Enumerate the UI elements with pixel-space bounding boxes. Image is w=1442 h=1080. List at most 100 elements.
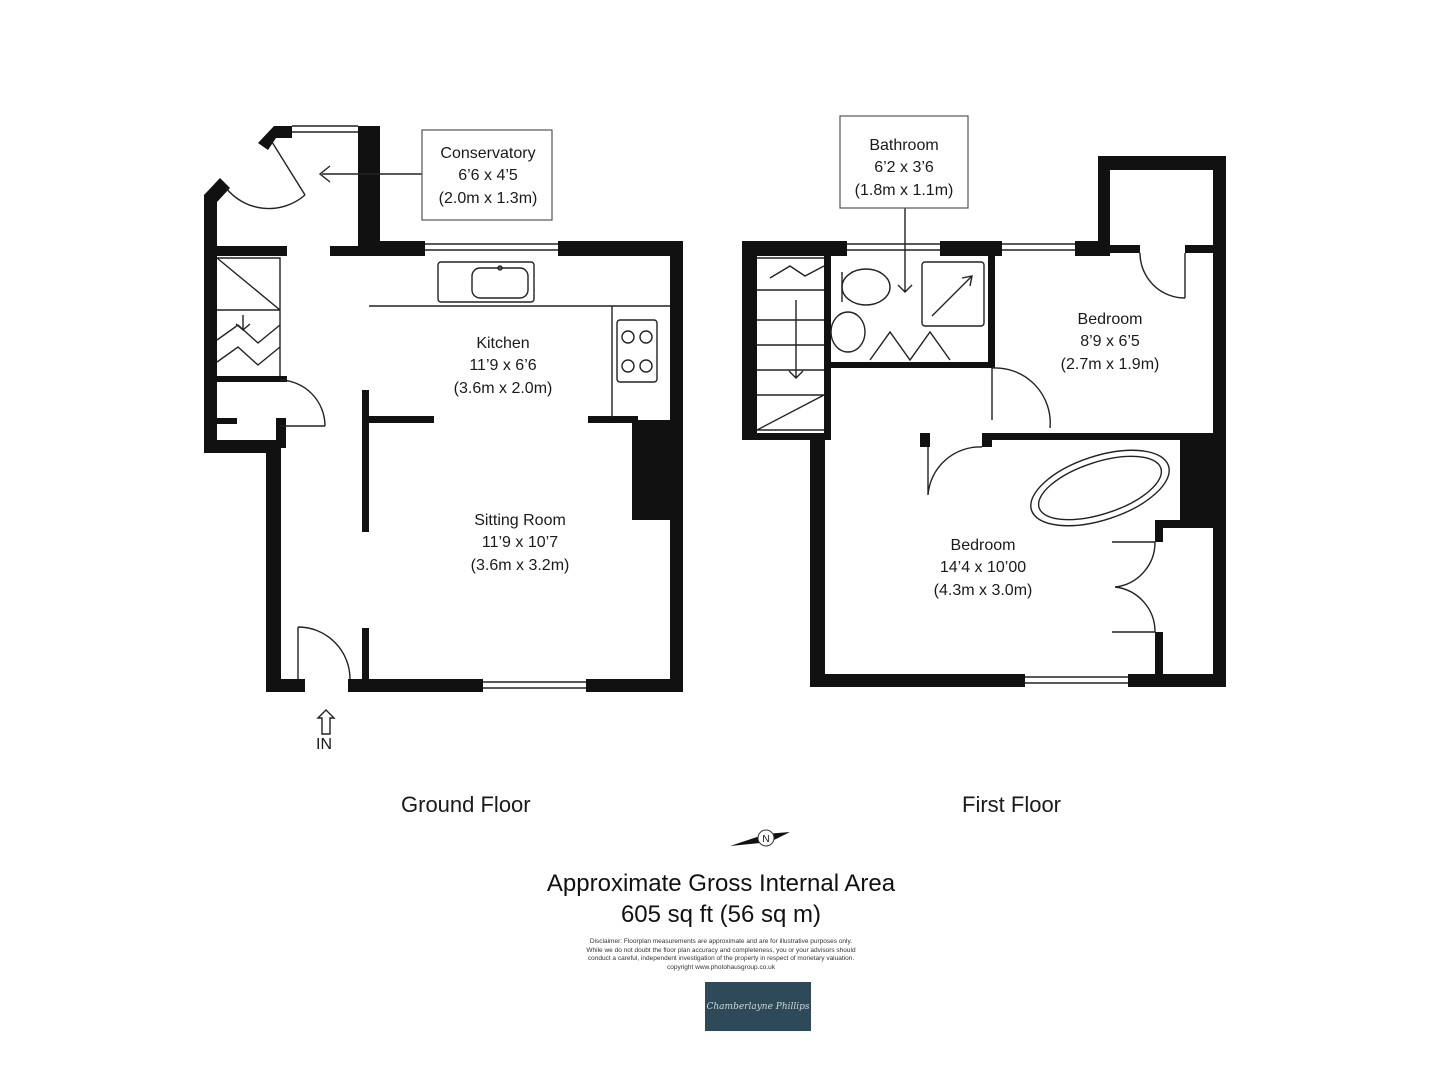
- sitting-room-size: 11’9 x 10’7: [482, 534, 558, 551]
- conservatory-metric: (2.0m x 1.3m): [439, 190, 538, 207]
- disclaimer-line: copyright www.photohausgroup.co.uk: [666, 963, 776, 971]
- bedroom-small-metric: (2.7m x 1.9m): [1061, 356, 1160, 373]
- disclaimer-line: Disclaimer: Floorplan measurements are a…: [589, 938, 853, 945]
- bath-inner: [1037, 455, 1163, 521]
- wardrobe-doors: [1112, 541, 1156, 633]
- door-swing: [991, 367, 1051, 429]
- wall: [742, 241, 757, 440]
- wall: [217, 418, 237, 424]
- first-floor-label: First Floor: [962, 792, 1061, 817]
- bedroom-large-name: Bedroom: [951, 537, 1016, 554]
- disclaimer-line: conduct a careful, independent investiga…: [587, 955, 855, 962]
- ground-floor-label: Ground Floor: [401, 792, 531, 817]
- wall: [810, 433, 825, 687]
- kitchen-tap: [497, 265, 503, 271]
- kitchen-metric: (3.6m x 2.0m): [454, 380, 553, 397]
- hob-ring: [621, 330, 635, 344]
- wall: [1098, 156, 1110, 256]
- bathroom-name: Bathroom: [869, 137, 938, 154]
- wall: [217, 246, 287, 256]
- chimney-breast: [632, 420, 677, 520]
- basin: [830, 311, 866, 353]
- wall: [810, 674, 1025, 687]
- shower-tray: [921, 261, 985, 327]
- disclaimer: Disclaimer: Floorplan measurements are a…: [0, 938, 1442, 972]
- bathroom-metric: (1.8m x 1.1m): [855, 182, 954, 199]
- conservatory-size: 6’6 x 4’5: [458, 167, 518, 184]
- wall: [276, 418, 286, 448]
- wall: [258, 126, 292, 150]
- wall: [982, 433, 992, 447]
- hob-ring: [639, 359, 653, 373]
- window: [847, 243, 940, 251]
- area-title: Approximate Gross Internal Area: [546, 870, 896, 897]
- wall: [586, 679, 683, 692]
- wall: [362, 390, 369, 532]
- bedroom-small-name: Bedroom: [1078, 311, 1143, 328]
- kitchen-sink-bowl: [471, 267, 529, 299]
- kitchen-size: 11’9 x 6’6: [469, 357, 536, 374]
- wall: [1128, 674, 1226, 687]
- disclaimer-line: While we do not doubt the floor plan acc…: [586, 946, 856, 954]
- wall: [742, 433, 827, 440]
- bathroom-callout: [839, 115, 969, 209]
- wall: [1098, 156, 1226, 170]
- wall: [988, 252, 995, 362]
- wall: [330, 246, 380, 256]
- callout-pointer: [897, 208, 913, 293]
- wall: [348, 679, 483, 692]
- wall: [217, 376, 287, 382]
- compass-icon: N: [730, 829, 790, 847]
- hob-ring: [621, 359, 635, 373]
- door-swing: [225, 141, 306, 210]
- agency-logo-text: Chamberlayne Phillips: [706, 1001, 810, 1012]
- door-swing: [1139, 252, 1186, 299]
- wall: [1213, 156, 1226, 687]
- bedroom-large-metric: (4.3m x 3.0m): [934, 582, 1033, 599]
- bathroom-size: 6’2 x 3’6: [874, 159, 934, 176]
- shower-arrow: [931, 275, 973, 317]
- chimney-breast: [1180, 440, 1213, 520]
- door-swing: [927, 446, 983, 496]
- wall: [362, 628, 369, 682]
- entrance-label: IN: [316, 736, 332, 753]
- conservatory-name: Conservatory: [440, 145, 535, 162]
- wall: [204, 178, 230, 202]
- hob-ring: [639, 330, 653, 344]
- sitting-room-name: Sitting Room: [474, 512, 566, 529]
- stairs-arrow: [788, 300, 804, 379]
- bedroom-small-size: 8’9 x 6’5: [1080, 333, 1140, 350]
- kitchen-worktop: [369, 305, 670, 418]
- ground-floor-plan: [204, 125, 683, 735]
- agency-logo: Chamberlayne Phillips: [705, 982, 811, 1031]
- wall: [380, 241, 425, 256]
- area-value: 605 sq ft (56 sq m): [620, 901, 822, 928]
- stairs-arrow: [235, 315, 251, 331]
- cupboard-doors: [869, 330, 951, 362]
- kitchen-name: Kitchen: [476, 335, 529, 352]
- wall: [558, 241, 683, 256]
- entrance-arrow: [316, 709, 336, 735]
- first-floor-plan: [742, 156, 1226, 687]
- wall: [358, 126, 380, 256]
- toilet: [841, 268, 891, 306]
- wall: [1110, 245, 1140, 253]
- wall: [1075, 241, 1110, 256]
- wall: [940, 241, 1002, 256]
- window: [1025, 676, 1128, 684]
- wall: [1155, 632, 1163, 682]
- kitchen-sink: [437, 261, 535, 303]
- door-swing: [279, 379, 326, 427]
- wall: [824, 362, 995, 368]
- wall: [588, 416, 638, 423]
- window: [292, 125, 358, 133]
- wall: [1155, 520, 1213, 528]
- conservatory-callout: [421, 129, 553, 221]
- compass-letter: N: [762, 834, 769, 845]
- wall: [204, 440, 281, 453]
- wall: [362, 416, 434, 423]
- wall: [824, 252, 831, 440]
- window: [483, 681, 586, 689]
- wall: [742, 241, 847, 256]
